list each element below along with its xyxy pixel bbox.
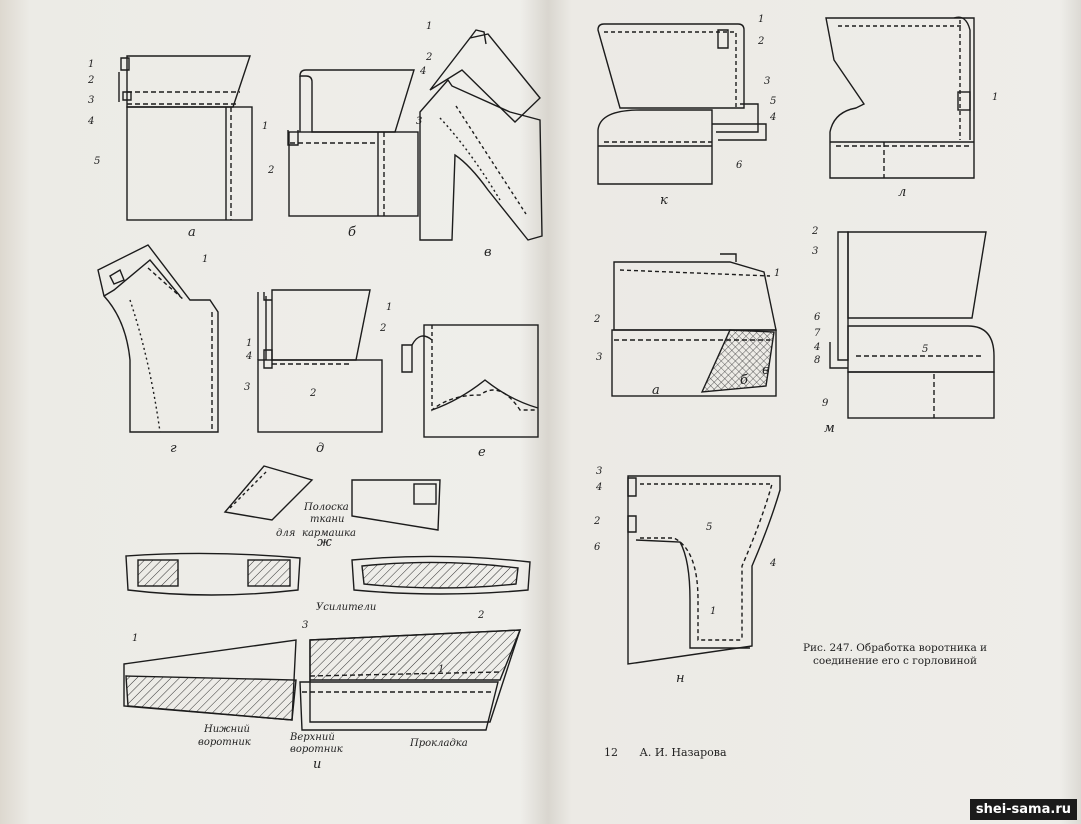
label-e: е	[478, 445, 486, 460]
diagram-b	[287, 69, 419, 217]
label-m-a: а	[652, 383, 660, 398]
callout-number-40: 3	[596, 466, 602, 477]
callout-number-9: 4	[419, 66, 426, 77]
diagram-k	[597, 23, 767, 185]
callout-number-13: 4	[245, 351, 252, 362]
callout-number-2: 3	[88, 95, 94, 106]
callout-number-8: 2	[425, 52, 432, 63]
note-upper-collar-1: Верхний	[289, 732, 335, 743]
callout-number-15: 2	[309, 388, 316, 399]
callout-number-22: 1	[758, 14, 764, 25]
callout-number-41: 4	[595, 482, 602, 493]
callout-number-35: 7	[814, 328, 821, 339]
label-i: и	[313, 757, 321, 772]
label-d: д	[316, 441, 324, 456]
label-zh: ж	[317, 535, 332, 550]
figure-caption: Рис. 247. Обработка воротника и соединен…	[802, 642, 988, 667]
callout-number-45: 4	[769, 558, 776, 569]
diagram-m-abv	[611, 253, 777, 397]
note-strip-2: ткани	[310, 514, 344, 525]
callout-number-23: 2	[757, 36, 764, 47]
callout-number-26: 4	[769, 112, 776, 123]
note-lower-collar-2: воротник	[198, 737, 251, 748]
note-strip-3: для	[276, 528, 295, 539]
callout-number-25: 5	[770, 96, 776, 107]
callout-number-42: 2	[593, 516, 600, 527]
label-b: б	[348, 225, 356, 240]
diagram-zh	[223, 465, 441, 531]
callout-number-34: 6	[814, 312, 821, 323]
callout-number-29: 1	[774, 268, 780, 279]
callout-number-33: 3	[812, 246, 818, 257]
callout-number-1: 2	[87, 75, 94, 86]
callout-number-20: 3	[302, 620, 308, 631]
callout-number-30: 2	[593, 314, 600, 325]
diagram-a	[118, 55, 253, 221]
callout-number-27: 6	[736, 160, 743, 171]
label-m-b: б	[740, 373, 748, 388]
callout-number-32: 2	[811, 226, 818, 237]
label-m-v: в	[762, 363, 770, 378]
author: А. И. Назарова	[639, 746, 727, 759]
diagram-m	[829, 231, 995, 419]
diagram-n	[627, 475, 781, 665]
label-l: л	[898, 185, 906, 200]
diagram-d	[257, 289, 383, 433]
diagram-v	[419, 29, 543, 241]
callout-number-0: 1	[88, 59, 94, 70]
callout-number-28: 1	[992, 92, 998, 103]
note-reinforcements: Усилители	[316, 602, 376, 613]
callout-number-37: 8	[814, 355, 820, 366]
diagram-l	[825, 16, 975, 179]
callout-number-7: 1	[426, 21, 432, 32]
label-v: в	[484, 245, 492, 260]
note-strip-1: Полоска	[303, 502, 349, 513]
note-upper-collar-2: воротник	[290, 744, 343, 755]
callout-number-6: 2	[267, 165, 274, 176]
callout-number-46: 1	[710, 606, 716, 617]
diagram-i	[123, 629, 522, 731]
callout-number-21: 1	[132, 633, 138, 644]
note-lower-collar-1: Нижний	[203, 724, 250, 735]
callout-number-17: 2	[379, 323, 386, 334]
callout-number-43: 6	[594, 542, 601, 553]
note-strip-4: кармашка	[302, 528, 356, 539]
callout-number-12: 1	[246, 338, 252, 349]
page-number: 12	[604, 746, 618, 759]
label-n: н	[676, 671, 685, 686]
callout-number-5: 1	[262, 121, 268, 132]
label-k: к	[660, 193, 668, 208]
reinforcement-parts	[125, 552, 531, 596]
note-interlining: Прокладка	[409, 738, 468, 749]
callout-number-10: 3	[416, 116, 422, 127]
callout-number-24: 3	[764, 76, 770, 87]
callout-number-19: 2	[477, 610, 484, 621]
page-footer: 12 А. И. Назарова	[604, 746, 745, 759]
callout-number-38: 9	[822, 398, 829, 409]
callout-number-18: 1	[438, 664, 444, 675]
callout-number-36: 4	[813, 342, 820, 353]
callout-number-3: 4	[87, 116, 94, 127]
callout-number-16: 1	[386, 302, 392, 313]
number-callouts: 1 2 3 4 5 1 2 1 2 4 3 1 1 4 3 2 1 2 1 2 …	[87, 14, 998, 675]
label-g: г	[170, 441, 177, 456]
watermark: shei-sama.ru	[969, 799, 1077, 820]
callout-number-39: 5	[922, 344, 928, 355]
callout-number-44: 5	[706, 522, 712, 533]
diagram-g	[97, 244, 219, 433]
callout-number-11: 1	[202, 254, 208, 265]
callout-number-31: 3	[596, 352, 602, 363]
label-a: а	[188, 225, 196, 240]
diagram-e	[401, 324, 539, 438]
callout-number-14: 3	[244, 382, 250, 393]
label-m: м	[824, 421, 835, 436]
callout-number-4: 5	[94, 156, 100, 167]
